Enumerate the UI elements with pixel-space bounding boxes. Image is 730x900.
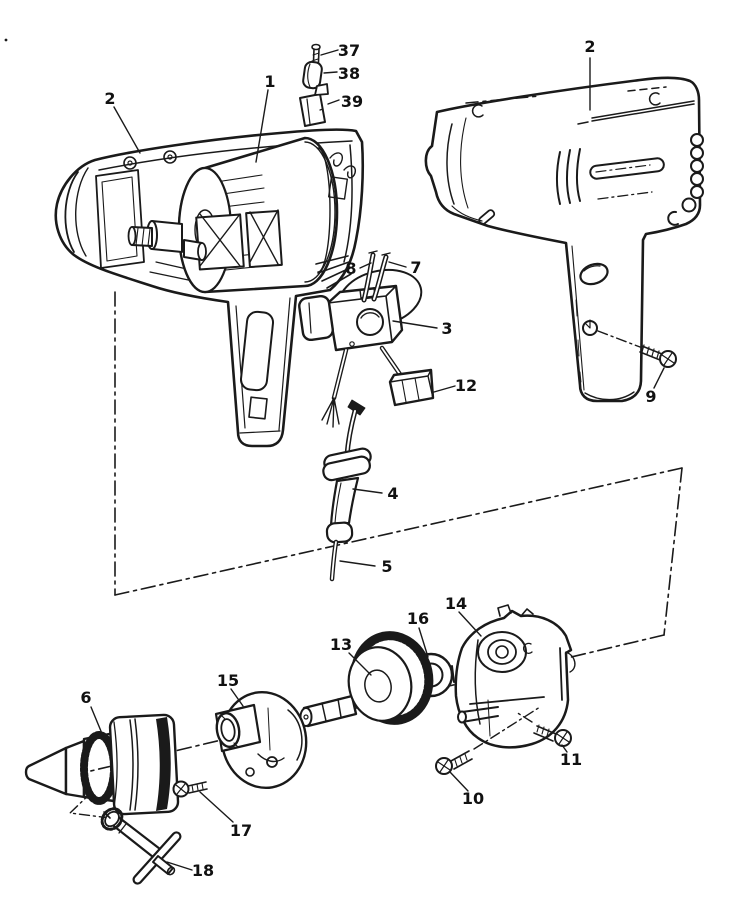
- chuck-key-drawing: [69, 791, 182, 885]
- bearing-retainer-drawing: [214, 690, 308, 790]
- screw-10-drawing: [435, 706, 541, 775]
- callout-37: 37: [320, 41, 360, 60]
- callout-6-text: 6: [80, 688, 91, 707]
- callout-15-text: 15: [217, 671, 239, 690]
- callout-3-text: 3: [441, 319, 452, 338]
- callout-13: 13: [330, 635, 372, 676]
- callout-7-text: 7: [410, 258, 421, 277]
- brush-holder-drawing: [299, 83, 329, 127]
- callout-18: 18: [166, 861, 214, 880]
- callout-8-text: 8: [345, 259, 356, 278]
- callout-9: 9: [645, 367, 665, 406]
- chuck-drawing: [24, 713, 180, 816]
- carbon-brush-drawing: [302, 60, 323, 90]
- callout-10-text: 10: [462, 789, 484, 808]
- motor-housing-left-drawing: [54, 128, 365, 448]
- callout-17: 17: [199, 791, 252, 840]
- callout-6: 6: [80, 688, 104, 737]
- callout-12-text: 12: [455, 376, 477, 395]
- callout-38: 38: [323, 64, 360, 83]
- motor-drawing: [127, 136, 357, 294]
- callout-18-text: 18: [192, 861, 214, 880]
- callout-9-text: 9: [645, 387, 656, 406]
- callout-8: 8: [345, 259, 372, 278]
- callout-5-text: 5: [381, 557, 392, 576]
- callout-12: 12: [433, 376, 477, 395]
- callout-7: 7: [388, 258, 422, 277]
- callout-1: 1: [255, 72, 276, 163]
- callout-13-text: 13: [330, 635, 352, 654]
- callout-16: 16: [407, 609, 429, 658]
- callout-39-text: 39: [341, 92, 363, 111]
- cord-guard-drawing: [322, 399, 372, 544]
- callout-2-left: 2: [104, 89, 141, 154]
- spindle-gear-drawing: [299, 631, 434, 728]
- callout-39: 39: [327, 92, 363, 111]
- callout-14: 14: [445, 594, 482, 637]
- callout-3: 3: [392, 319, 453, 338]
- callout-1-text: 1: [264, 72, 275, 91]
- callout-5: 5: [339, 557, 393, 576]
- callout-37-text: 37: [338, 41, 360, 60]
- switch-drawing: [298, 250, 423, 428]
- connector-12-drawing: [388, 368, 435, 407]
- callout-15: 15: [217, 671, 244, 707]
- housing-right-drawing: [424, 76, 704, 403]
- callout-16-text: 16: [407, 609, 429, 628]
- callout-11: 11: [560, 744, 582, 769]
- cord-drawing: [329, 539, 339, 582]
- callout-4-text: 4: [387, 484, 398, 503]
- callout-11-text: 11: [560, 750, 582, 769]
- screw-11-drawing: [515, 711, 572, 747]
- callout-17-text: 17: [230, 821, 252, 840]
- stray-dot: [4, 38, 8, 42]
- callouts: 37 38 39 1 2 2 9 8: [80, 37, 665, 880]
- callout-2-right: 2: [584, 37, 596, 111]
- callout-14-text: 14: [445, 594, 467, 613]
- callout-2-right-text: 2: [584, 37, 595, 56]
- callout-10: 10: [449, 771, 484, 808]
- screw-17-drawing: [172, 780, 208, 798]
- callout-4: 4: [352, 484, 399, 503]
- gear-housing-drawing: [454, 604, 576, 749]
- callout-38-text: 38: [338, 64, 360, 83]
- screw-9-drawing: [597, 330, 677, 368]
- callout-2-left-text: 2: [104, 89, 115, 108]
